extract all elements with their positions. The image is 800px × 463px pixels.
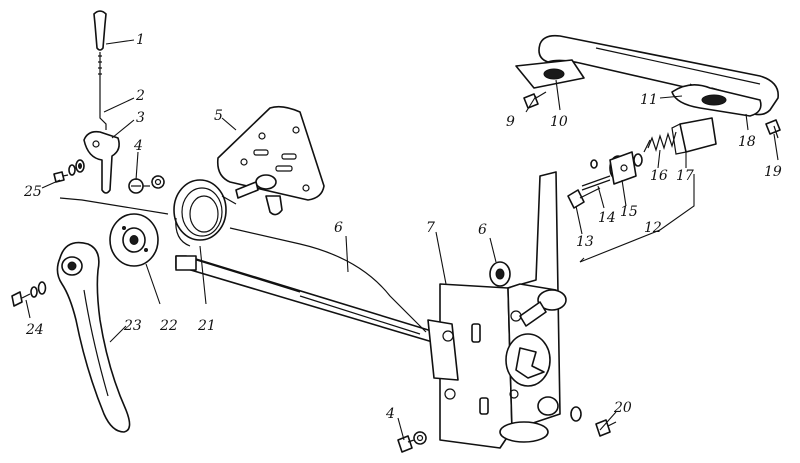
- callout-17: 17: [676, 168, 694, 184]
- callout-4: 4: [385, 406, 395, 422]
- callout-12: 12: [644, 220, 662, 236]
- part-16-spring: [643, 131, 677, 153]
- callout-numbers: 1 2 3 4 4 5 6 6 7 9 10 11 12 13 14 15 16…: [23, 32, 782, 422]
- part-24-handle-screw: [11, 281, 47, 307]
- part-10-gasket: [515, 59, 585, 89]
- callout-6: 6: [478, 222, 487, 238]
- group-12-bracket: [579, 257, 585, 263]
- part-4-screw-bottom: [397, 431, 427, 453]
- callout-15: 15: [620, 204, 638, 220]
- callout-13: 13: [576, 234, 594, 250]
- callout-2: 2: [135, 88, 145, 104]
- callout-24: 24: [25, 322, 44, 338]
- callout-20: 20: [613, 400, 632, 416]
- leader-lines: [25, 39, 779, 441]
- callout-3: 3: [136, 110, 145, 126]
- part-6-star-wheel: [489, 261, 511, 287]
- part-6-connecting-rod: [229, 227, 427, 333]
- callout-22: 22: [159, 318, 178, 334]
- callout-23: 23: [123, 318, 142, 334]
- callout-16: 16: [650, 168, 668, 184]
- callout-18: 18: [738, 134, 756, 150]
- part-4-screw-top: [128, 175, 165, 194]
- part-25-screw: [53, 159, 85, 183]
- part-19-screw: [765, 119, 781, 139]
- part-22-escutcheon: [109, 213, 159, 267]
- callout-7: 7: [426, 220, 435, 236]
- part-5-mounting-plate: [216, 105, 325, 216]
- part-20-screw: [595, 419, 617, 437]
- part-1-lock-knob: [93, 10, 107, 92]
- part-21-spring-housing: [173, 179, 237, 247]
- part-7-lock-body: [427, 171, 567, 449]
- part-remote-control-bar: [175, 255, 449, 347]
- part-17-pushbutton-body: [671, 117, 717, 155]
- callout-11: 11: [640, 92, 658, 108]
- callout-1: 1: [136, 32, 145, 48]
- part-3-bracket: [83, 130, 120, 194]
- part-14-pin: [581, 175, 611, 191]
- part-washer-small: [570, 406, 582, 422]
- callout-25: 25: [23, 184, 42, 200]
- callout-6: 6: [334, 220, 343, 236]
- part-11-gasket-rear: [671, 84, 762, 117]
- callout-5: 5: [214, 108, 223, 124]
- callout-21: 21: [197, 318, 216, 334]
- callout-9: 9: [506, 114, 515, 130]
- callout-10: 10: [550, 114, 568, 130]
- part-13-screw: [567, 187, 601, 209]
- part-15-button-plunger: [609, 151, 643, 185]
- part-linkage-wire: [59, 197, 169, 215]
- part-washer-13: [590, 159, 598, 169]
- part-9-screw: [523, 91, 547, 109]
- part-2-rod: [99, 92, 107, 130]
- callout-4: 4: [133, 138, 143, 154]
- callout-19: 19: [764, 164, 782, 180]
- part-23-inner-handle: [56, 241, 131, 433]
- callout-14: 14: [598, 210, 616, 226]
